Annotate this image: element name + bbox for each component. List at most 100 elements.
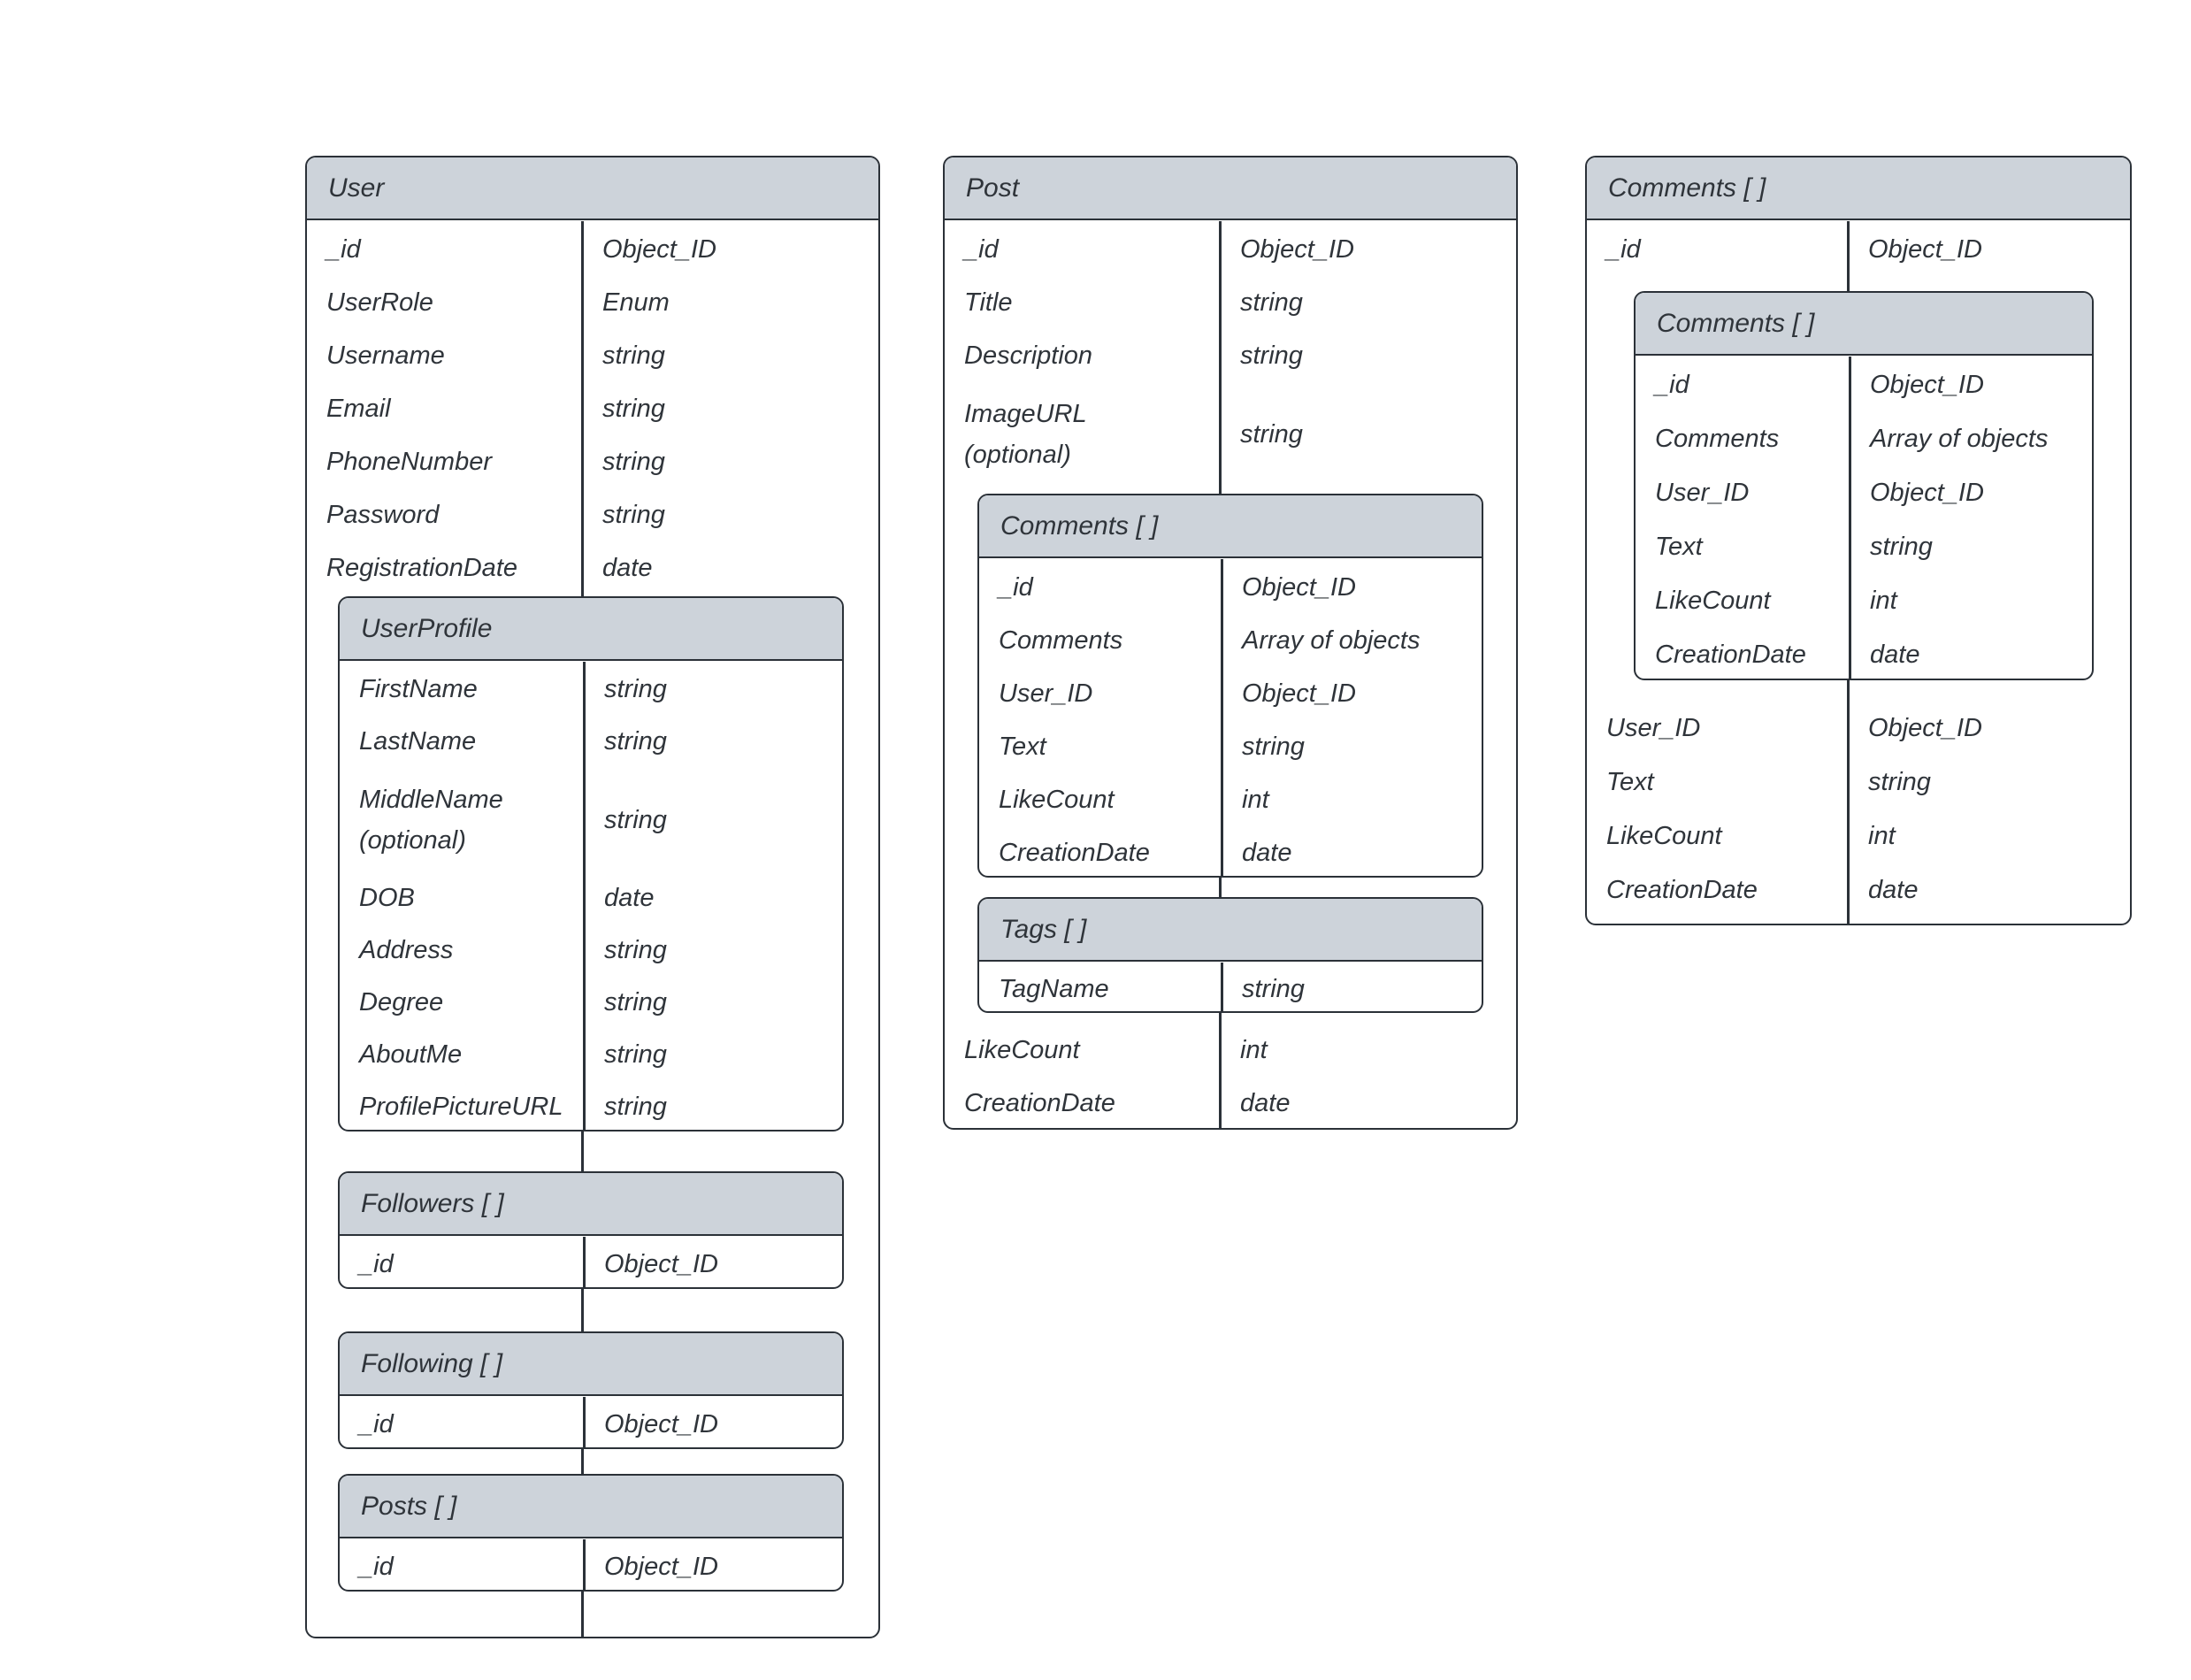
field-name: ProfilePictureURL — [359, 1093, 563, 1122]
field-type: Enum — [602, 288, 670, 317]
column-divider — [583, 1396, 586, 1447]
field-type: string — [604, 936, 667, 964]
field-name: PhoneNumber — [326, 447, 492, 476]
field-name: FirstName — [359, 675, 478, 704]
entity-header: User — [307, 157, 878, 220]
field-type: string — [1868, 768, 1931, 796]
field-type: date — [602, 553, 653, 582]
field-row: TagName string — [979, 964, 1482, 1011]
field-row: UserRole Enum — [307, 276, 878, 329]
entity-title: Tags [ ] — [1000, 914, 1087, 944]
field-type: string — [1240, 419, 1303, 449]
field-name: TagName — [999, 975, 1109, 1004]
field-row: ProfilePictureURL string — [340, 1081, 842, 1130]
field-type: Object_ID — [1870, 479, 1984, 507]
field-type: string — [1870, 533, 1933, 561]
field-name: Comments — [1655, 425, 1780, 454]
entity-title: UserProfile — [361, 613, 493, 643]
field-row: _id Object_ID — [1587, 223, 2130, 276]
entity-header: Posts [ ] — [340, 1476, 842, 1538]
field-row: ImageURL (optional) string — [945, 382, 1516, 487]
field-row: FirstName string — [340, 664, 842, 716]
entity-title: Comments [ ] — [1608, 173, 1766, 203]
field-name: Text — [999, 732, 1046, 761]
field-type: date — [604, 884, 655, 912]
field-name: Degree — [359, 988, 444, 1017]
entity-header: Following [ ] — [340, 1333, 842, 1396]
field-type: Object_ID — [604, 1250, 718, 1278]
entity-header: UserProfile — [340, 598, 842, 661]
entity-header: Followers [ ] — [340, 1173, 842, 1236]
field-name: _id — [326, 234, 361, 264]
field-type: date — [1242, 838, 1292, 867]
field-row: Address string — [340, 924, 842, 977]
field-type: string — [604, 805, 667, 834]
field-type: Object_ID — [1870, 371, 1984, 399]
entity-header: Comments [ ] — [1587, 157, 2130, 220]
entity-title: Following [ ] — [361, 1348, 503, 1378]
entity-title: Posts [ ] — [361, 1491, 457, 1521]
entity-title: Comments [ ] — [1000, 510, 1159, 541]
field-name: _id — [999, 572, 1033, 602]
field-name: CreationDate — [1606, 876, 1758, 905]
field-name: User_ID — [999, 679, 1093, 708]
entity-title: User — [328, 173, 385, 203]
field-type: string — [602, 500, 665, 529]
field-name: _id — [359, 1553, 394, 1582]
field-row: _id Object_ID — [307, 223, 878, 276]
field-type: string — [1240, 341, 1303, 370]
field-name: _id — [1606, 234, 1641, 264]
field-row: User_ID Object_ID — [979, 667, 1482, 720]
field-type: date — [1870, 641, 1920, 669]
field-type: string — [1242, 975, 1305, 1003]
field-type: string — [604, 675, 667, 703]
field-row: Description string — [945, 329, 1516, 382]
field-name: Description — [964, 341, 1093, 370]
column-divider — [583, 1236, 586, 1287]
field-name: LikeCount — [999, 785, 1115, 814]
field-name: CreationDate — [964, 1088, 1115, 1117]
field-name: UserRole — [326, 288, 433, 317]
field-type: Array of objects — [1870, 425, 2049, 453]
field-type: Object_ID — [602, 234, 716, 264]
field-type: int — [1242, 785, 1269, 814]
column-divider — [583, 1538, 586, 1590]
field-type: Object_ID — [1868, 234, 1982, 264]
field-type: string — [602, 341, 665, 370]
field-name: RegistrationDate — [326, 553, 517, 582]
field-name: Comments — [999, 625, 1123, 655]
field-row: LikeCount int — [979, 773, 1482, 826]
field-name: CreationDate — [999, 838, 1150, 867]
column-divider — [1221, 962, 1223, 1011]
field-name: Address — [359, 936, 454, 965]
field-type: string — [1242, 732, 1305, 761]
field-name: LastName — [359, 727, 477, 756]
field-name: _id — [964, 234, 999, 264]
field-name: LikeCount — [964, 1035, 1080, 1064]
field-type: string — [604, 727, 667, 756]
field-type: Object_ID — [1242, 679, 1356, 708]
field-type: int — [1868, 822, 1896, 850]
field-type: string — [604, 988, 667, 1016]
field-type: string — [1240, 288, 1303, 317]
field-name: ImageURL (optional) — [964, 399, 1087, 469]
field-type: string — [604, 1093, 667, 1121]
